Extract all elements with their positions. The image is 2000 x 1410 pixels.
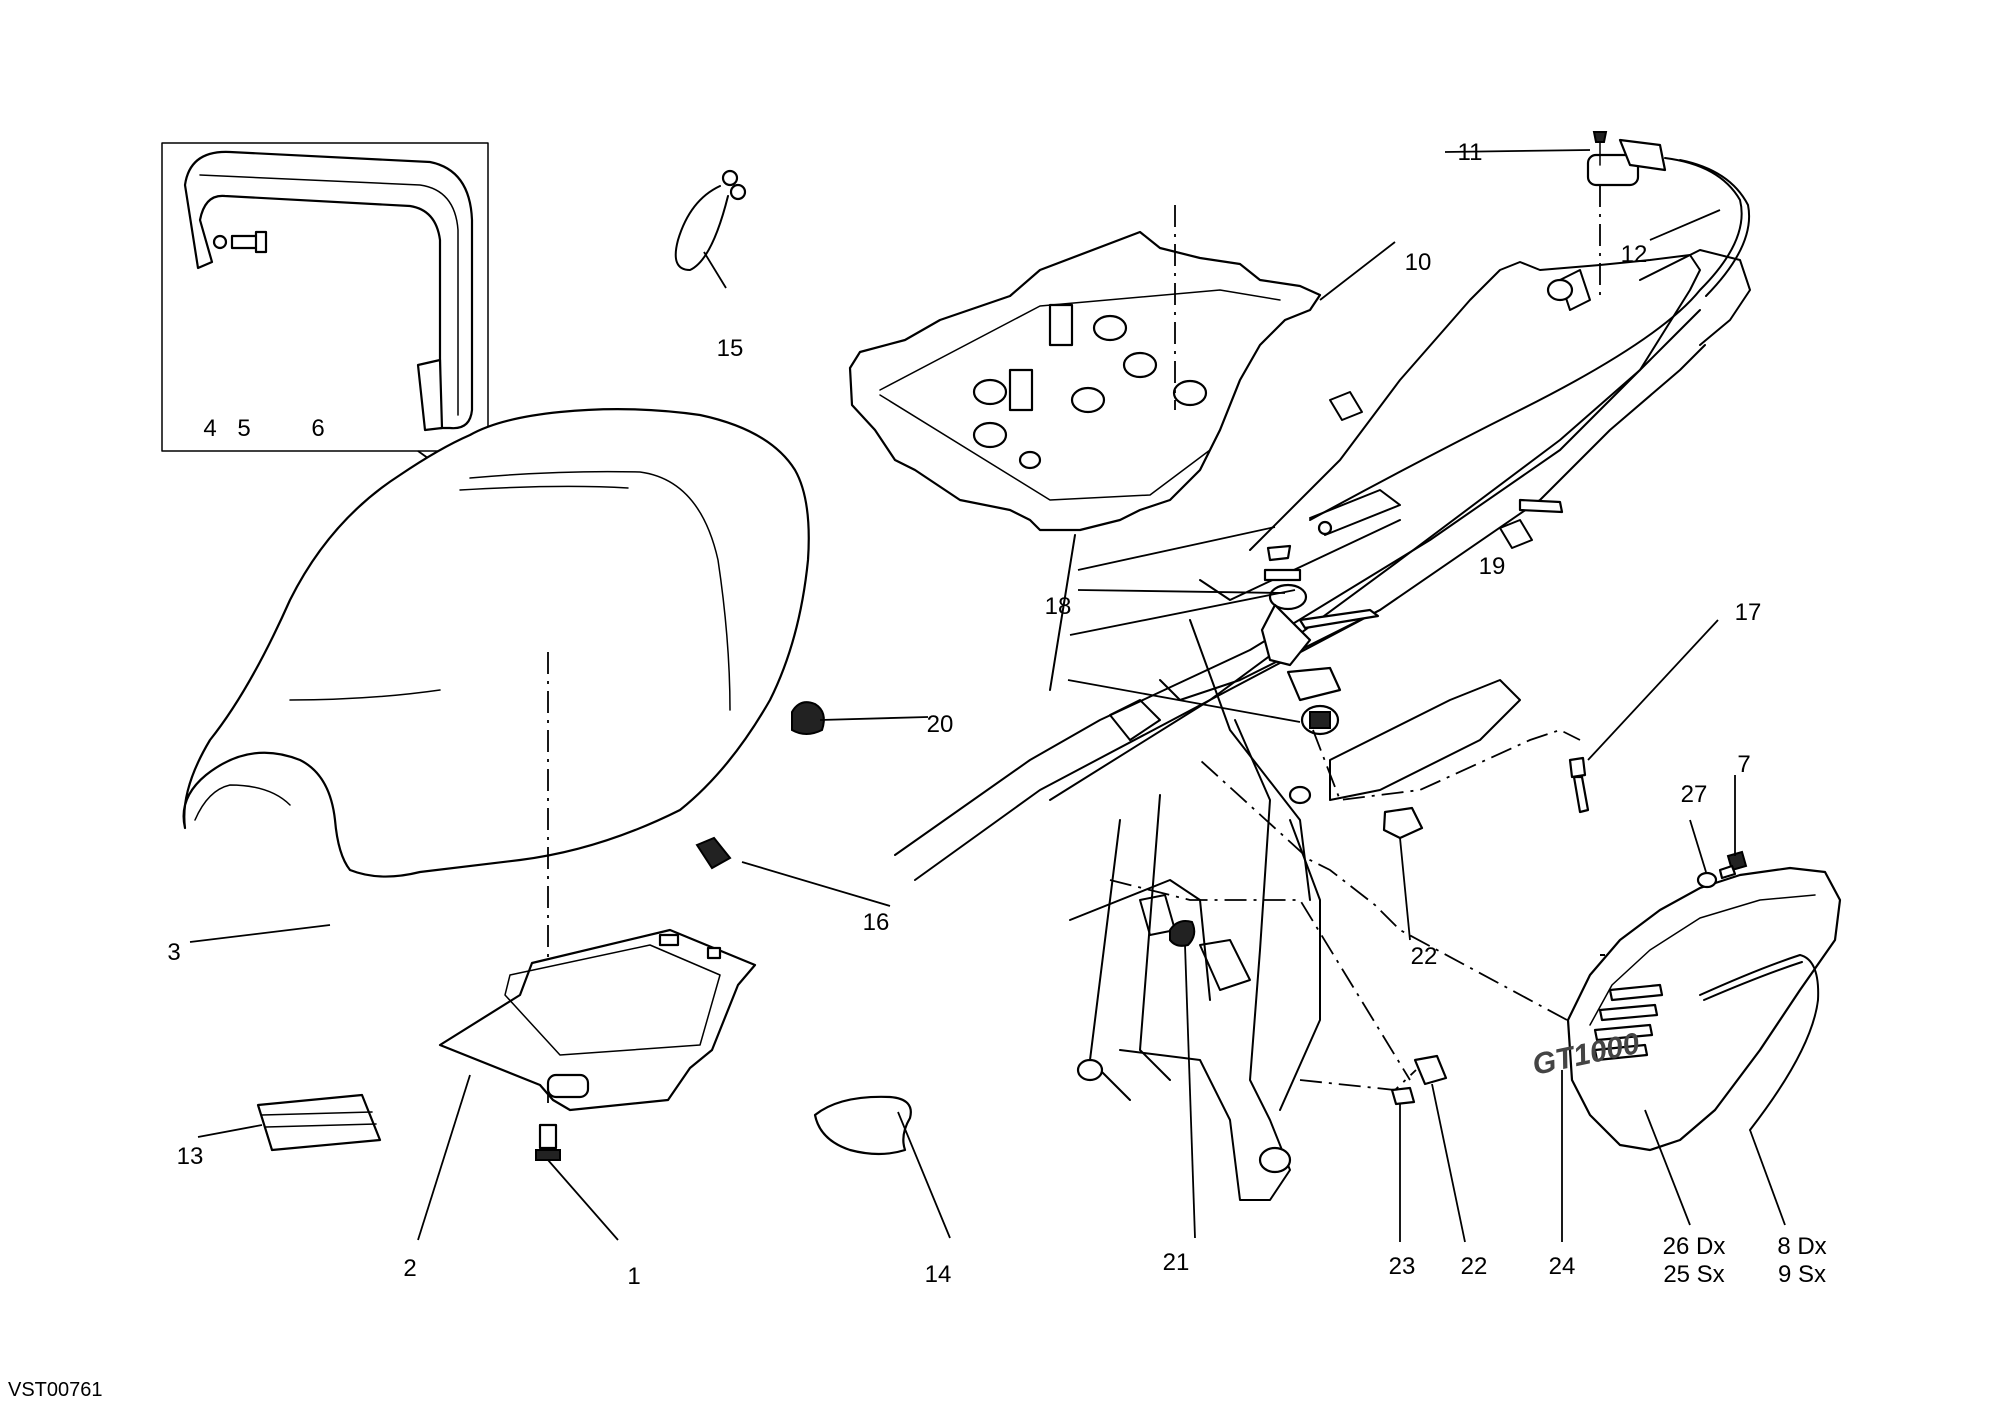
callout-17: 17: [1735, 599, 1762, 626]
callout-10: 10: [1405, 249, 1432, 276]
callout-7: 7: [1737, 751, 1750, 778]
callout-14: 14: [925, 1261, 952, 1288]
trim-strip: [1699, 954, 1820, 1131]
callout-23: 23: [1389, 1253, 1416, 1280]
callouts: 4 5 6 3 13 2 1 14 15 20 16 10 11 12 18 1…: [167, 139, 1826, 1290]
callout-24: 24: [1549, 1253, 1576, 1280]
callout-1: 1: [627, 1263, 640, 1290]
rubber-pad: [813, 1095, 912, 1156]
screw-7: [1718, 850, 1748, 880]
underseat-tray: [438, 928, 757, 1112]
callout-22-lower: 22: [1461, 1253, 1488, 1280]
callout-9: 9 Sx: [1778, 1261, 1826, 1288]
seat-cowl-inset: [161, 142, 489, 485]
helmet-cable: [674, 169, 747, 271]
callout-20: 20: [927, 711, 954, 738]
rear-subframe: [894, 249, 1751, 1201]
washer-icon: [212, 234, 228, 250]
seat-lock-assembly: [1049, 526, 1581, 801]
grommet-21: [1169, 920, 1196, 947]
drawing-code: VST00761: [8, 1379, 103, 1401]
callout-2: 2: [403, 1255, 416, 1282]
bush-22-lower: [1413, 1054, 1448, 1086]
seat-release-cable: [1309, 131, 1750, 536]
callout-11: 11: [1458, 139, 1483, 166]
callout-25: 25 Sx: [1663, 1261, 1724, 1288]
screw-1: [535, 1123, 561, 1161]
rubber-block-16: [695, 836, 732, 870]
screw-23: [1390, 1086, 1416, 1106]
callout-26: 26 Dx: [1663, 1233, 1726, 1260]
callout-4: 4: [203, 415, 216, 442]
bolt-17: [1568, 756, 1590, 814]
callout-16: 16: [863, 909, 890, 936]
callout-13: 13: [177, 1143, 204, 1170]
callout-27: 27: [1681, 781, 1708, 808]
callout-12: 12: [1621, 241, 1648, 268]
callout-8: 8 Dx: [1777, 1233, 1826, 1260]
battery-tray: [848, 205, 1322, 532]
callout-19: 19: [1479, 553, 1506, 580]
seat: [182, 408, 810, 1110]
screw-icon: [230, 230, 268, 254]
grommet-20: [791, 701, 825, 735]
grommet-22-upper: [1382, 806, 1424, 840]
leader-lines: [189, 149, 1786, 1243]
callout-18: 18: [1045, 593, 1072, 620]
washer-27: [1696, 871, 1718, 889]
side-cover: GT1000: [1530, 866, 1842, 1152]
callout-5: 5: [237, 415, 250, 442]
callout-22-upper: 22: [1411, 943, 1438, 970]
callout-3: 3: [167, 939, 180, 966]
owners-booklet: [256, 1093, 382, 1152]
callout-21: 21: [1163, 1249, 1190, 1276]
callout-15: 15: [717, 335, 744, 362]
callout-6: 6: [311, 415, 324, 442]
